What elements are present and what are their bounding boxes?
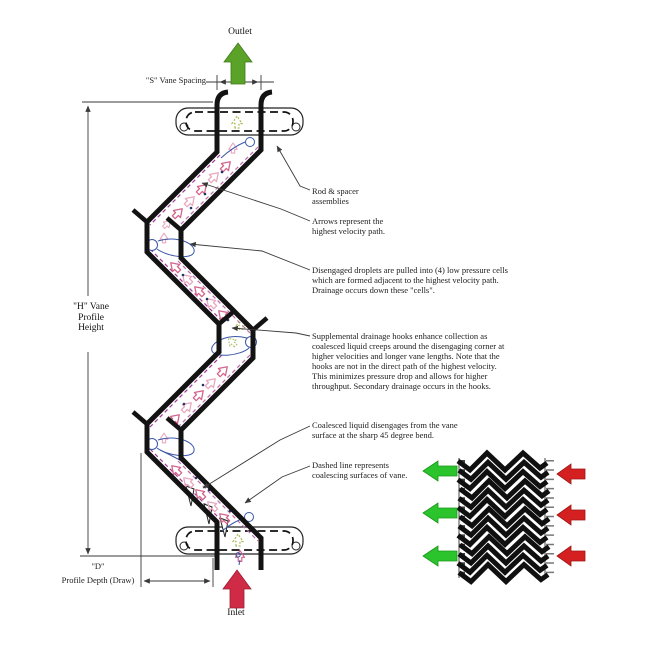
green-left-arrow-icon: [422, 545, 458, 567]
annotation-dashed-line: Dashed line represents coalescing surfac…: [312, 460, 408, 480]
velocity-arrow-icon: [217, 157, 235, 175]
stack-outlet-arrows: [422, 460, 458, 567]
red-left-arrow-icon: [556, 463, 586, 485]
vane-height-label: "H" Vane Profile Height: [73, 302, 109, 333]
coalescing-surface-dashes: [149, 146, 259, 542]
annotation-coalesced: Coalesced liquid disengages from the van…: [312, 420, 458, 440]
drainage-hooks: [131, 208, 269, 432]
annotation-rod-spacer: Rod & spacer assemblies: [312, 186, 359, 206]
velocity-arrow-icon: [202, 374, 220, 392]
vane-profiles: [131, 89, 273, 570]
velocity-arrow-icon: [169, 204, 187, 222]
left-vane: [144, 89, 229, 570]
vane-stack-image: [458, 453, 554, 582]
velocity-arrow-icon: [181, 192, 199, 210]
red-left-arrow-icon: [556, 545, 586, 567]
inlet-arrow-icon: [222, 569, 252, 609]
outlet-label: Outlet: [228, 27, 252, 37]
outlet-arrow-icon: [223, 42, 253, 85]
velocity-arrow-icon: [178, 398, 196, 416]
rod-spacer-assembly-bottom: [175, 526, 304, 555]
velocity-arrow-icon: [159, 232, 169, 244]
green-left-arrow-icon: [422, 460, 458, 482]
annotation-hooks: Supplemental drainage hooks enhance coll…: [312, 331, 505, 391]
velocity-arrow-icon: [193, 180, 211, 198]
green-left-arrow-icon: [422, 502, 458, 524]
depth-caption-label: Profile Depth (Draw): [61, 575, 135, 585]
red-left-arrow-icon: [556, 504, 586, 526]
inlet-label: Inlet: [227, 608, 245, 618]
right-vane: [178, 89, 273, 570]
velocity-arrow-icon: [205, 168, 223, 186]
annotation-droplets: Disengaged droplets are pulled into (4) …: [312, 265, 508, 295]
stack-inlet-arrows: [556, 463, 586, 567]
annotation-arrows: Arrows represent the highest velocity pa…: [312, 216, 385, 236]
annotation-leaders: [189, 145, 311, 504]
depth-symbol-label: "D": [91, 561, 105, 571]
vane-spacing-label: "S" Vane Spacing: [145, 75, 206, 85]
droplet-specks: [181, 170, 232, 513]
rod-spacer-assembly-top: [175, 107, 304, 136]
